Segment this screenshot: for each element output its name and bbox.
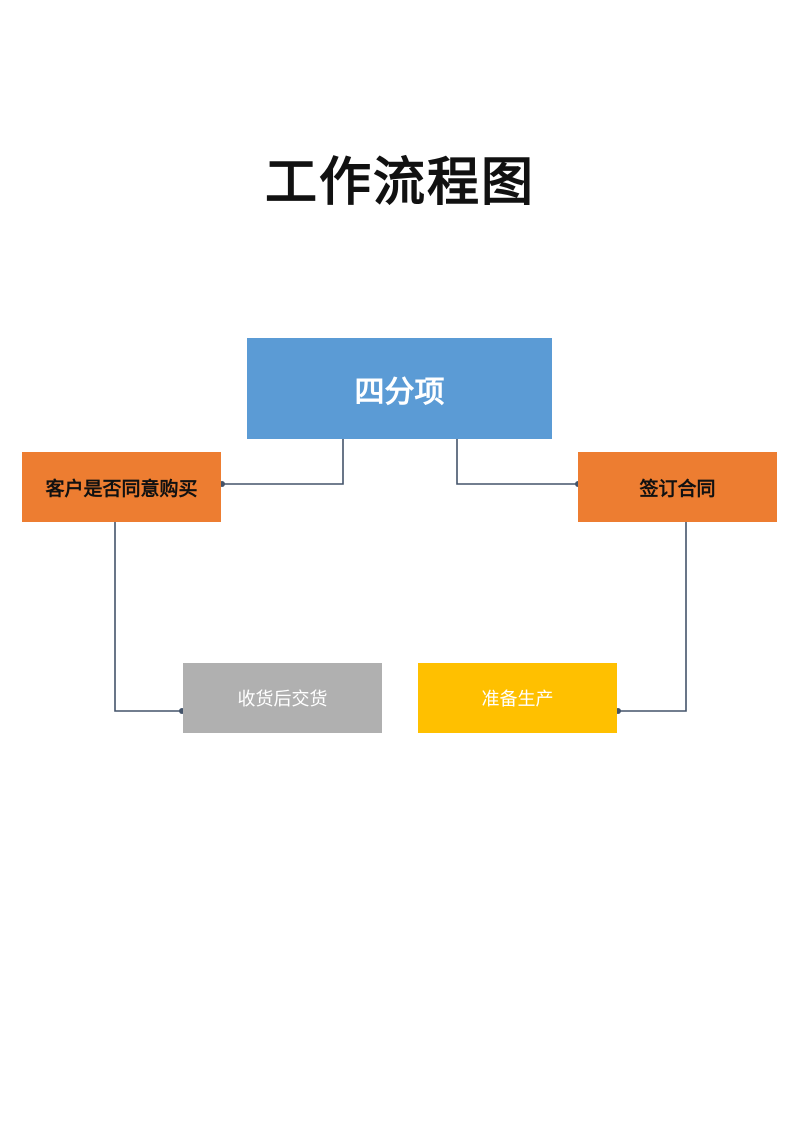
node-label: 签订合同 — [639, 477, 716, 500]
connector-customer-to-receive — [114, 522, 183, 712]
connector-root-to-customer — [222, 439, 344, 485]
node-receive-deliver: 收货后交货 — [183, 663, 382, 733]
node-four-items: 四分项 — [247, 338, 552, 439]
page-title: 工作流程图 — [264, 153, 535, 213]
node-label: 准备生产 — [481, 689, 554, 710]
node-label: 收货后交货 — [237, 689, 328, 710]
connector-root-to-contract — [456, 439, 578, 485]
node-label: 客户是否同意购买 — [45, 477, 198, 500]
node-customer-agree: 客户是否同意购买 — [22, 452, 221, 522]
node-prepare-production: 准备生产 — [418, 663, 617, 733]
connector-contract-to-production — [617, 522, 687, 712]
node-sign-contract: 签订合同 — [578, 452, 777, 522]
node-label: 四分项 — [354, 374, 445, 410]
